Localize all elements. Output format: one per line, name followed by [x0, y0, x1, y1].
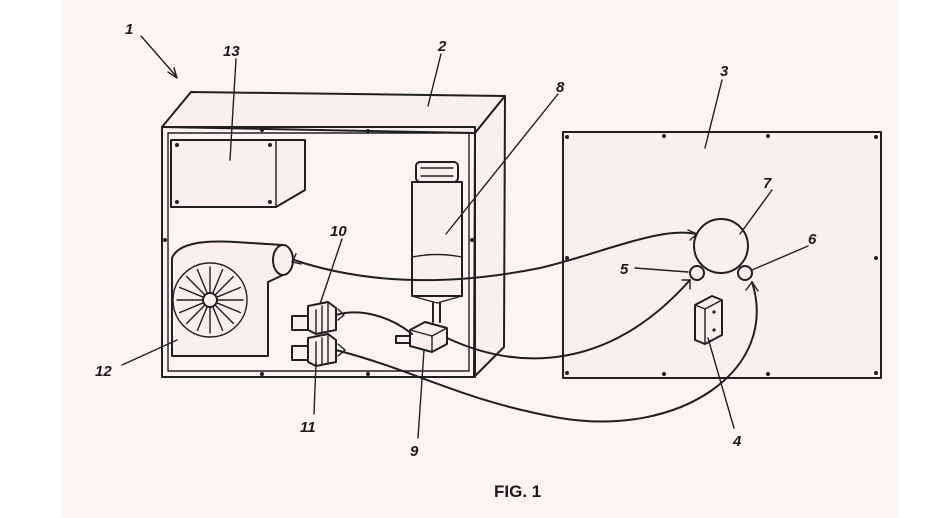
- fan-spoke: [212, 268, 224, 294]
- label-round-unit-7: 7: [763, 175, 772, 192]
- label-housing: 2: [437, 38, 447, 55]
- label-connector-5: 5: [620, 261, 629, 278]
- label-connector-6: 6: [808, 231, 817, 248]
- housing-cabinet: [161, 91, 506, 378]
- hoses: [291, 229, 759, 423]
- fan-spoke: [216, 302, 242, 314]
- fan-spoke: [185, 304, 206, 325]
- component-4: [694, 295, 723, 345]
- cylinder-8: [411, 161, 463, 323]
- label-assembly: 1: [125, 21, 133, 38]
- label-panel: 3: [720, 63, 729, 80]
- valve-9: [395, 321, 448, 353]
- fan-spoke: [178, 302, 204, 314]
- label-valve-11: 11: [300, 419, 316, 436]
- round-unit-7: [689, 218, 753, 281]
- valve-11: [291, 333, 337, 367]
- fan-spoke: [196, 306, 208, 332]
- label-component-4: 4: [732, 433, 742, 450]
- fan-spoke: [185, 275, 206, 296]
- fan-spoke: [214, 304, 235, 325]
- label-box-13: 13: [223, 43, 240, 60]
- fan-spoke: [196, 268, 208, 294]
- fan-spoke: [178, 286, 204, 298]
- fan-spoke: [212, 306, 224, 332]
- box-13: [170, 139, 306, 208]
- label-blower-12: 12: [95, 363, 112, 380]
- label-valve-9: 9: [410, 443, 419, 460]
- leader-lines: [121, 35, 809, 439]
- figure-caption: FIG. 1: [494, 482, 541, 501]
- fan-spoke: [216, 286, 242, 298]
- connector-6: [737, 265, 753, 281]
- connector-5: [689, 265, 705, 281]
- fan-spoke: [214, 275, 235, 296]
- label-cylinder-8: 8: [556, 79, 565, 96]
- valve-10: [291, 301, 337, 335]
- blower-12: [171, 240, 294, 357]
- label-valve-10: 10: [330, 223, 347, 240]
